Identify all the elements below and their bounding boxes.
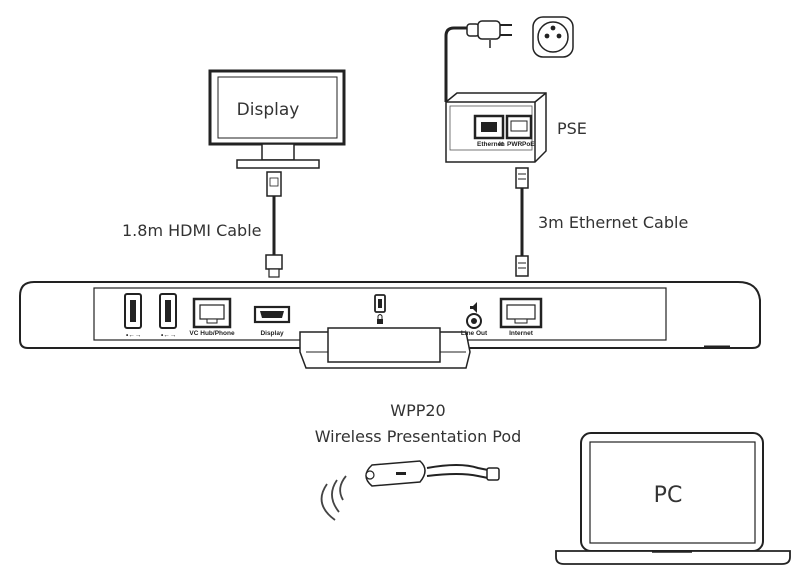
internet-label: Internet [509,330,534,337]
usb-port-2-icon: •←→ [161,332,176,339]
pc-label: PC [654,483,683,508]
usb-port-1-icon: •←→ [126,332,141,339]
vc-hub-label: VC Hub/Phone [189,330,235,337]
display-monitor: Display [208,69,346,169]
video-bar-unit: •←→ •←→ VC Hub/Phone Display [19,281,761,369]
pse-poe-label: PoE [522,141,535,148]
wpp20-dongle [365,460,500,487]
pse-pwr-label: PWR [507,141,522,148]
wpp-model-label: WPP20 [390,401,445,420]
line-out-port: Line Out [461,302,488,337]
pc-laptop: PC [555,432,791,565]
display-label: Display [237,100,300,120]
usb-port-2: •←→ [159,293,177,339]
power-plug [444,20,512,102]
power-outlet-icon [532,16,574,58]
vc-hub-port: VC Hub/Phone [189,297,235,337]
pse-ethernet-label: Ethernet [477,141,504,148]
internet-port: Internet [499,297,543,337]
ethernet-cable [515,167,529,277]
wireless-signal-icon [320,475,347,521]
pse-label: PSE [557,119,587,138]
hdmi-cable [265,171,283,278]
line-out-label: Line Out [461,330,488,337]
hdmi-display-port: Display [253,305,291,337]
wpp-name-label: Wireless Presentation Pod [315,427,522,446]
hdmi-cable-label: 1.8m HDMI Cable [122,221,262,240]
lock-slot-icon [374,294,386,324]
ethernet-cable-label: 3m Ethernet Cable [538,213,688,232]
pse-in-label: In [499,141,505,148]
usb-port-1: •←→ [124,293,142,339]
pse-injector: Ethernet In PWR PoE [445,92,547,163]
display-port-label: Display [260,330,284,337]
